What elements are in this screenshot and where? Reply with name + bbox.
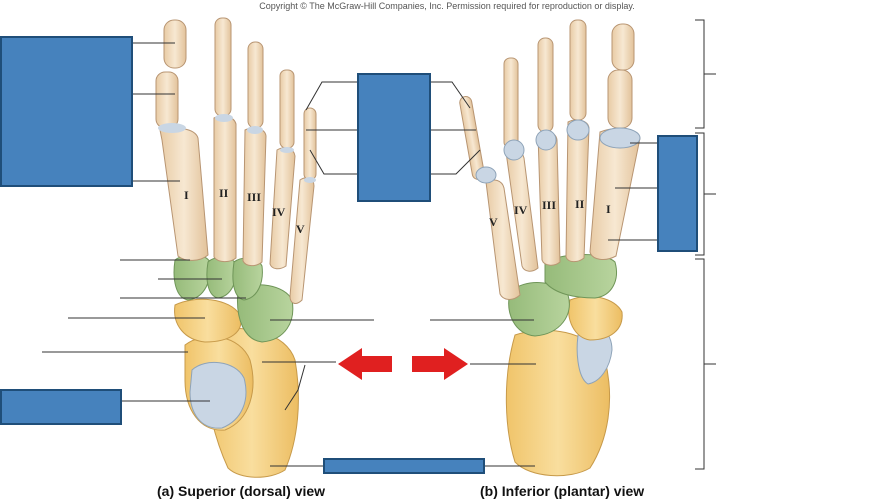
- superior-foot: I II III IV V: [155, 17, 317, 478]
- label-box-talus[interactable]: [0, 389, 122, 425]
- intermediate-cuneiform-superior: [206, 256, 237, 299]
- caption-inferior-letter: (b): [480, 483, 498, 499]
- digit-label-inferior-4: IV: [514, 203, 528, 217]
- phalanges-2-superior: [214, 17, 232, 117]
- copyright-notice: Copyright © The McGraw-Hill Companies, I…: [259, 1, 635, 11]
- talus-cartilage-superior: [189, 361, 247, 429]
- label-box-phalanges-left[interactable]: [0, 36, 133, 187]
- joint-cartilage-1-superior: [158, 123, 186, 133]
- joint-cartilage-2-superior: [215, 114, 233, 122]
- digit-label-superior-4: IV: [272, 205, 286, 219]
- phalanges-4-inferior: [503, 57, 519, 149]
- label-box-center-toes[interactable]: [357, 73, 431, 202]
- navicular-superior: [174, 298, 242, 343]
- bracket-phalanges: [695, 19, 705, 129]
- metatarsal-2-inferior: [565, 119, 590, 263]
- cuboid-inferior: [508, 282, 570, 337]
- phalanges-2-inferior: [569, 19, 587, 121]
- caption-superior-letter: (a): [157, 483, 175, 499]
- arrow-right: [412, 348, 468, 380]
- caption-inferior-text: Inferior (plantar) view: [501, 483, 645, 499]
- proximal-phalanx-1-inferior: [607, 69, 633, 129]
- digit-label-superior-1: I: [184, 188, 189, 202]
- sesamoid-4-inferior: [503, 139, 525, 161]
- distal-phalanx-1-inferior: [611, 23, 635, 71]
- inferior-foot: V IV III II I: [459, 19, 641, 477]
- joint-cartilage-5-superior: [304, 177, 316, 183]
- digit-label-inferior-5: V: [489, 215, 498, 229]
- digit-label-superior-5: V: [296, 222, 305, 236]
- digit-label-superior-3: III: [247, 190, 261, 204]
- caption-inferior: (b) Inferior (plantar) view: [480, 483, 644, 499]
- digit-label-inferior-3: III: [542, 198, 556, 212]
- caption-superior: (a) Superior (dorsal) view: [157, 483, 325, 499]
- arrow-left: [338, 348, 392, 380]
- proximal-phalanx-1-superior: [155, 71, 179, 129]
- brackets: [695, 19, 716, 470]
- joint-cartilage-3-superior: [247, 126, 263, 134]
- sesamoid-5-inferior: [475, 166, 497, 184]
- caption-superior-text: Superior (dorsal) view: [178, 483, 326, 499]
- joint-cartilage-4-superior: [280, 147, 294, 153]
- phalanges-4-superior: [279, 69, 295, 149]
- phalanges-3-superior: [247, 41, 264, 129]
- phalanges-3-inferior: [537, 37, 554, 133]
- sesamoid-3-inferior: [535, 129, 557, 151]
- sesamoid-1-inferior: [599, 127, 641, 149]
- distal-phalanx-1-superior: [163, 19, 187, 69]
- digit-label-inferior-1: I: [606, 202, 611, 216]
- bracket-tarsals: [695, 258, 705, 470]
- metatarsal-5-superior: [289, 177, 315, 304]
- cuboid-superior: [236, 284, 294, 343]
- sesamoid-2-inferior: [566, 119, 590, 141]
- medial-cuneiform-superior: [173, 254, 211, 301]
- phalanges-5-superior: [303, 107, 317, 181]
- digit-label-inferior-2: II: [575, 197, 585, 211]
- leader-lines: [42, 42, 658, 467]
- navicular-inferior: [568, 296, 623, 341]
- label-box-calcaneus[interactable]: [323, 458, 485, 474]
- label-box-right-metatarsal[interactable]: [657, 135, 698, 252]
- digit-label-superior-2: II: [219, 186, 229, 200]
